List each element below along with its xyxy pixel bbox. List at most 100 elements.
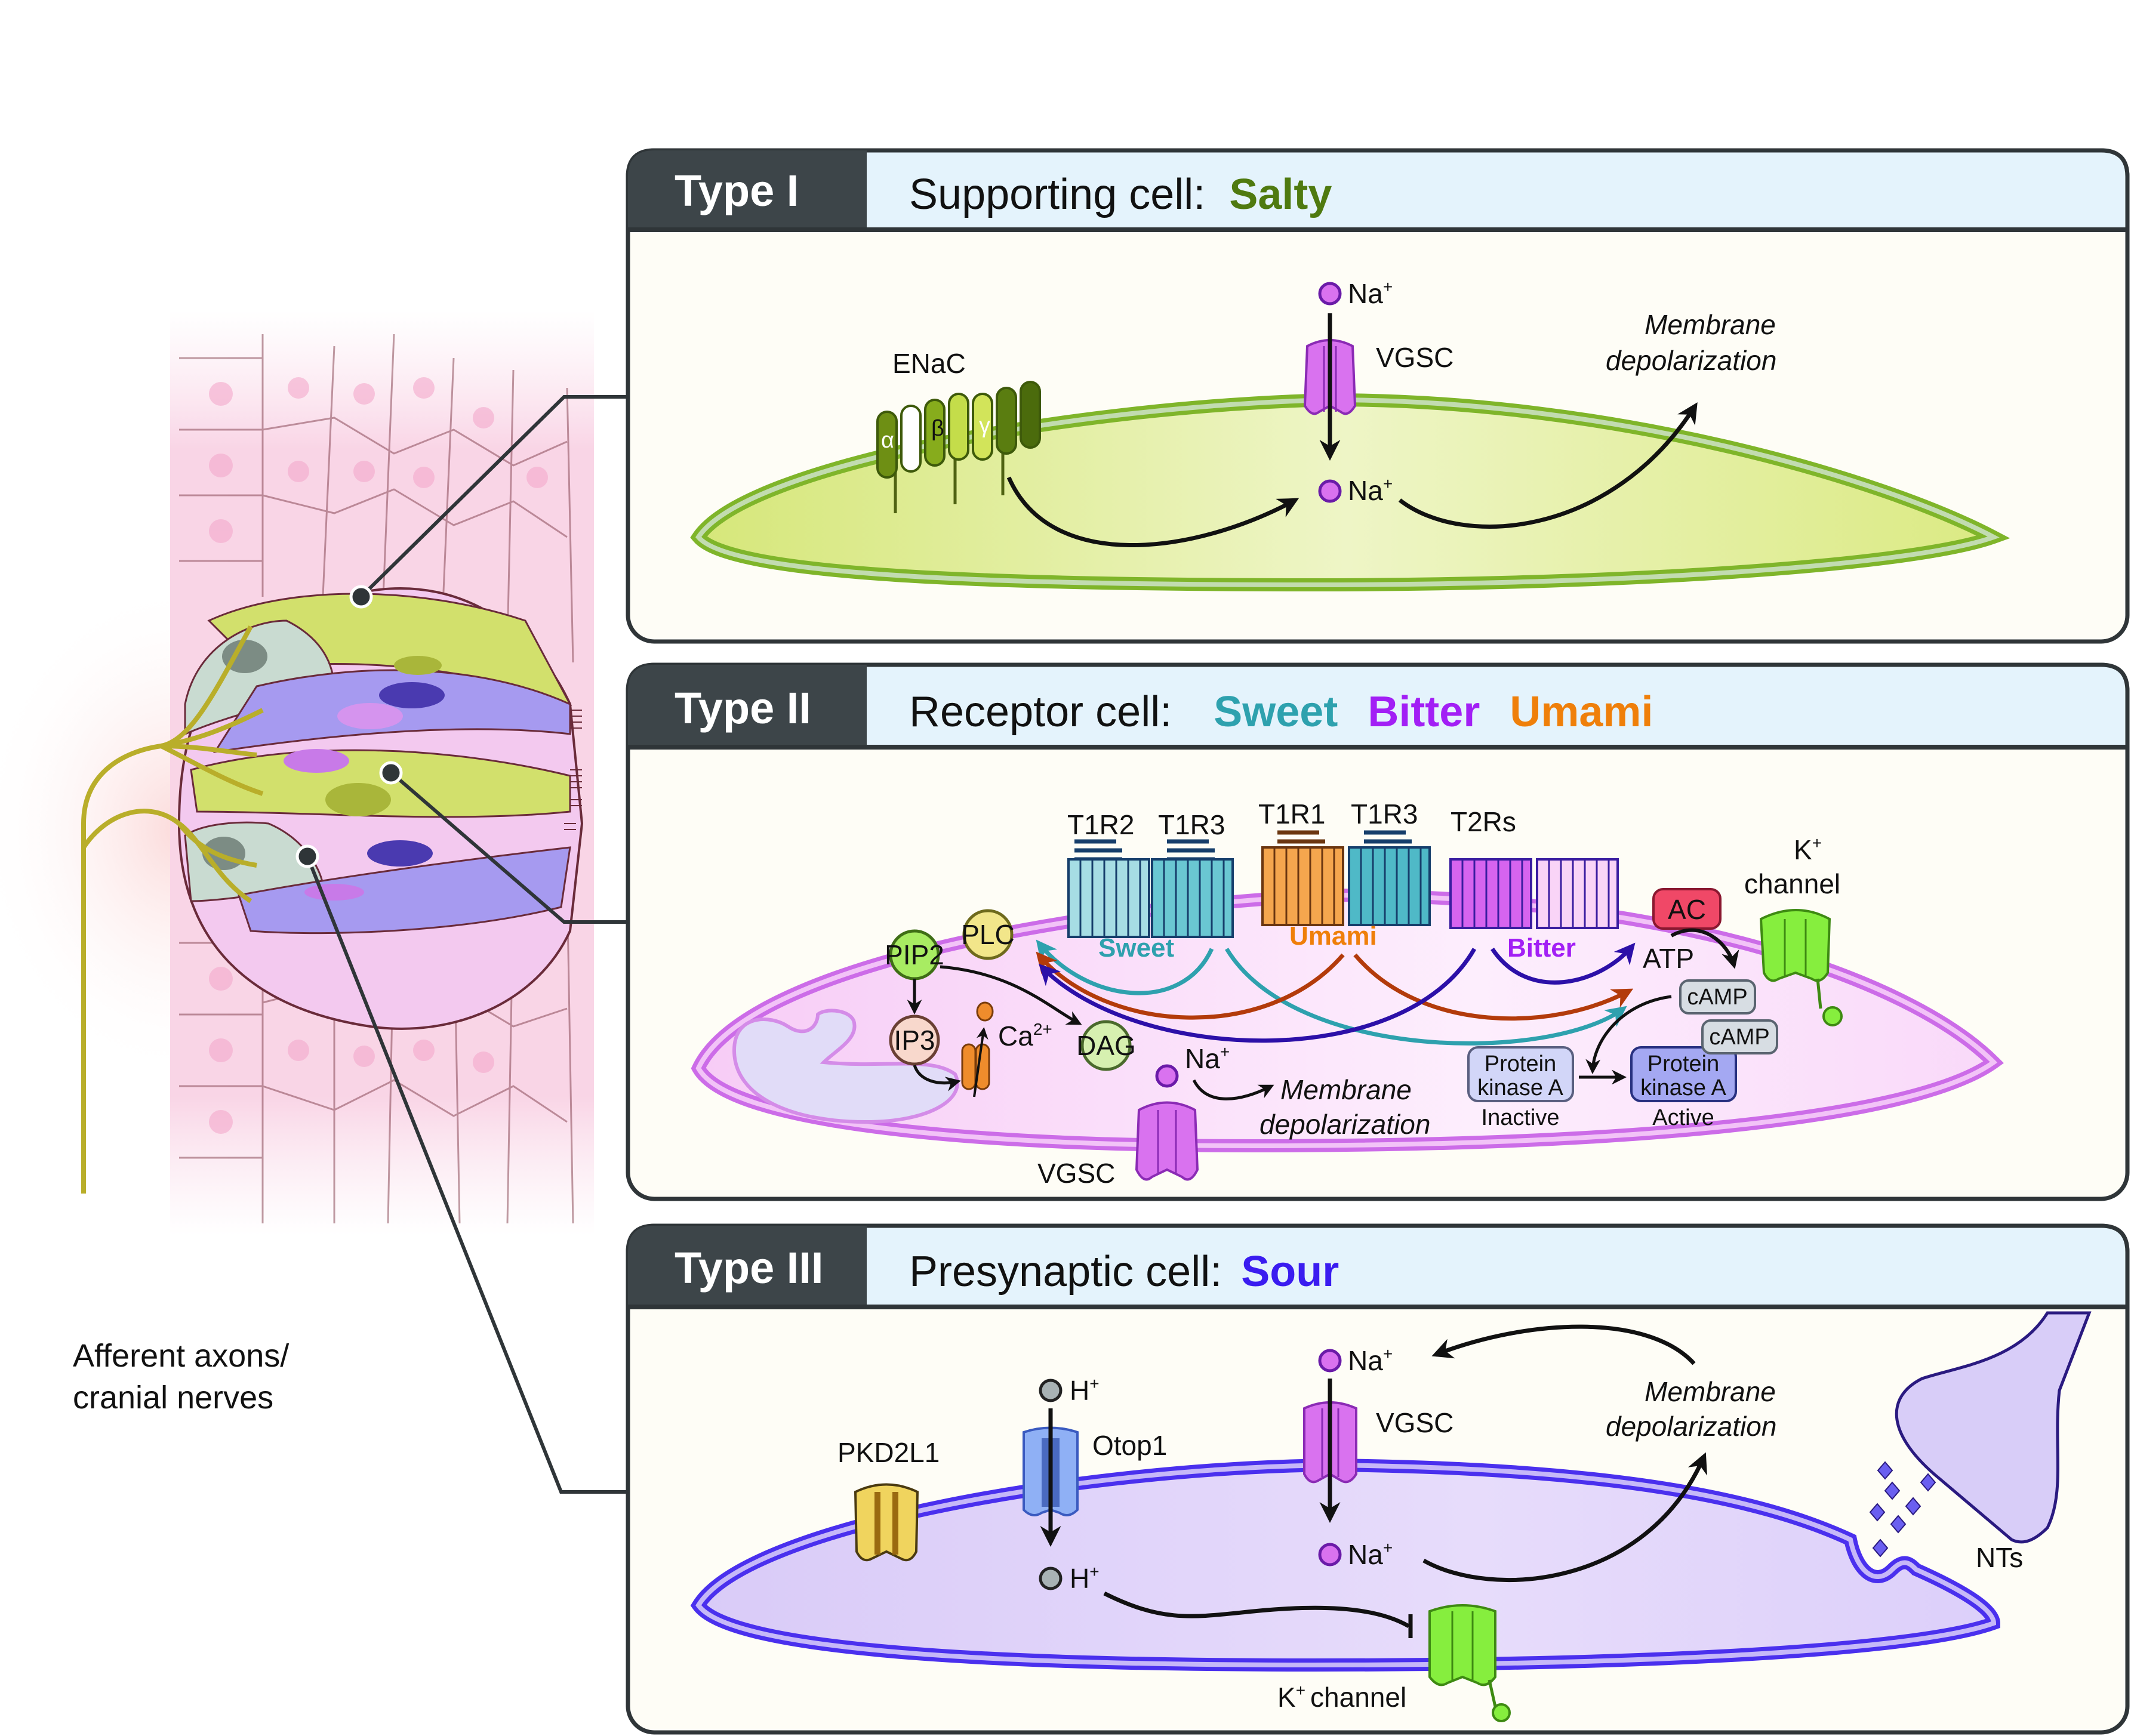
h-out-label: H+ xyxy=(1070,1374,1100,1406)
bitter-to-ac-arrow xyxy=(1491,942,1636,985)
tab-label: Type I xyxy=(675,166,799,215)
depolarization-label-2: depolarization xyxy=(1606,1411,1776,1442)
enac-alpha: α xyxy=(881,428,894,453)
pka-inactive-state: Inactive xyxy=(1482,1105,1560,1130)
receptor-t1r1 xyxy=(1261,830,1344,926)
enac-channel: α β γ xyxy=(876,381,1041,513)
afferent-nerve-terminal xyxy=(1895,1311,2092,1544)
nucleus xyxy=(284,749,349,773)
nucleus xyxy=(367,840,433,867)
panel-tab xyxy=(628,150,867,230)
pkd2l1-channel xyxy=(854,1483,919,1562)
adenylyl-cyclase-node xyxy=(1652,888,1722,930)
k-channel xyxy=(1428,1604,1511,1722)
t1r3-umami-label: T1R3 xyxy=(1351,798,1418,830)
header-cell-type: Supporting cell: xyxy=(909,171,1205,218)
t2rs-label: T2Rs xyxy=(1451,806,1516,837)
dag-node xyxy=(1080,1020,1132,1071)
depolarization-label-2: depolarization xyxy=(1606,345,1776,376)
sweet-to-ac-arrow xyxy=(1225,948,1627,1046)
taste-salty: Salty xyxy=(1229,171,1332,218)
callout-lines xyxy=(306,395,627,1494)
camp-bound-node xyxy=(1701,1019,1778,1054)
depolarization-label-1: Membrane xyxy=(1645,1376,1776,1407)
k-channel-label: K+channel xyxy=(1277,1681,1406,1713)
nucleus xyxy=(202,837,245,870)
enac-beta: β xyxy=(931,416,944,441)
pka-inactive-label-1: Protein xyxy=(1485,1052,1556,1077)
umami-to-plc-arrow xyxy=(1036,951,1345,1020)
receptor-t1r3-umami xyxy=(1348,830,1431,926)
tab-label: Type III xyxy=(675,1243,823,1293)
ip3-to-ip3r-arrow xyxy=(913,1065,961,1091)
panel-type-i: Type I Supporting cell: Salty α β γ ENaC… xyxy=(626,148,2130,644)
nucleus xyxy=(304,884,364,901)
enac-label: ENaC xyxy=(892,348,966,379)
header-cell-type: Presynaptic cell: xyxy=(909,1248,1222,1296)
proton-ion-icon xyxy=(1039,1567,1063,1590)
microvilli xyxy=(564,710,582,830)
na-out-label: Na+ xyxy=(1348,277,1393,309)
nucleus xyxy=(337,703,403,729)
receptor-t1r2 xyxy=(1067,839,1150,938)
enac-to-na-arrow xyxy=(1006,476,1299,547)
umami-receptor-label: Umami xyxy=(1289,921,1377,951)
proton-ion-icon xyxy=(1039,1379,1063,1402)
t1r3-sweet-label: T1R3 xyxy=(1158,809,1225,840)
sodium-ion-icon xyxy=(1318,282,1342,306)
header-title: Presynaptic cell: Sour xyxy=(909,1248,1339,1296)
vgsc-label: VGSC xyxy=(1376,1407,1453,1438)
sodium-ion-icon xyxy=(1155,1064,1179,1088)
sweet-receptor-label: Sweet xyxy=(1098,933,1175,963)
receptor-t1r3-sweet xyxy=(1151,839,1234,938)
k-channel-label-2: channel xyxy=(1744,868,1840,899)
afferent-nerve xyxy=(81,625,264,1194)
na-to-depolarization-arrow xyxy=(1192,1079,1274,1100)
taste-bud-illustration: Afferent axons/ cranial nerves xyxy=(0,310,627,1494)
camp-node xyxy=(1679,979,1756,1015)
nucleus xyxy=(222,640,267,673)
ip3-label: IP3 xyxy=(894,1025,935,1056)
atp-label: ATP xyxy=(1643,943,1694,974)
taste-umami: Umami xyxy=(1510,688,1653,736)
panel-type-iii: Type III Presynaptic cell: Sour NTs PKD2… xyxy=(626,1223,2130,1735)
neurotransmitter-vesicles xyxy=(1869,1461,1936,1558)
taste-sour: Sour xyxy=(1241,1248,1339,1296)
k-channel-label-1: K+ xyxy=(1794,834,1822,865)
camp-label: cAMP xyxy=(1687,985,1747,1010)
header-cell-type: Receptor cell: xyxy=(909,688,1172,736)
pka-active-label-2: kinase A xyxy=(1640,1075,1726,1100)
pka-active-state: Active xyxy=(1652,1105,1714,1130)
camp-bound-label: cAMP xyxy=(1709,1025,1769,1050)
taste-bitter: Bitter xyxy=(1368,688,1480,736)
pka-active-node xyxy=(1630,1046,1737,1102)
ac-label: AC xyxy=(1668,894,1706,925)
sodium-ion-icon xyxy=(1318,1543,1342,1567)
vgsc-label: VGSC xyxy=(1376,342,1453,373)
t1r2-label: T1R2 xyxy=(1067,809,1134,840)
plc-node xyxy=(962,909,1014,960)
panel-tab xyxy=(628,665,867,747)
nts-label: NTs xyxy=(1976,1542,2023,1573)
na-to-depolarization-arrow xyxy=(1422,1452,1707,1583)
pip2-to-dag-arrow xyxy=(940,965,1082,1025)
na-in-label: Na+ xyxy=(1348,474,1393,506)
header-title: Supporting cell: Salty xyxy=(909,171,1332,218)
callout-dots xyxy=(295,585,403,868)
type-iii-cell-bottom xyxy=(238,846,571,935)
sodium-ion-icon xyxy=(1318,479,1342,503)
header-title: Receptor cell: Sweet Bitter Umami xyxy=(909,688,1653,736)
enac-gamma: γ xyxy=(979,413,990,438)
na-in-label: Na+ xyxy=(1348,1538,1393,1570)
pka-inactive-label-2: kinase A xyxy=(1477,1075,1563,1100)
pip2-label: PIP2 xyxy=(885,939,944,970)
k-channel xyxy=(1759,909,1843,1026)
depolarization-label-2: depolarization xyxy=(1259,1109,1430,1140)
ip3-node xyxy=(889,1015,940,1066)
sodium-ion-icon xyxy=(1318,1349,1342,1373)
na-label: Na+ xyxy=(1185,1043,1230,1074)
nucleus xyxy=(379,682,445,708)
pka-inactive-node xyxy=(1467,1046,1574,1102)
receptor-t2r-1 xyxy=(1449,858,1532,929)
pka-active-label-1: Protein xyxy=(1647,1052,1719,1077)
